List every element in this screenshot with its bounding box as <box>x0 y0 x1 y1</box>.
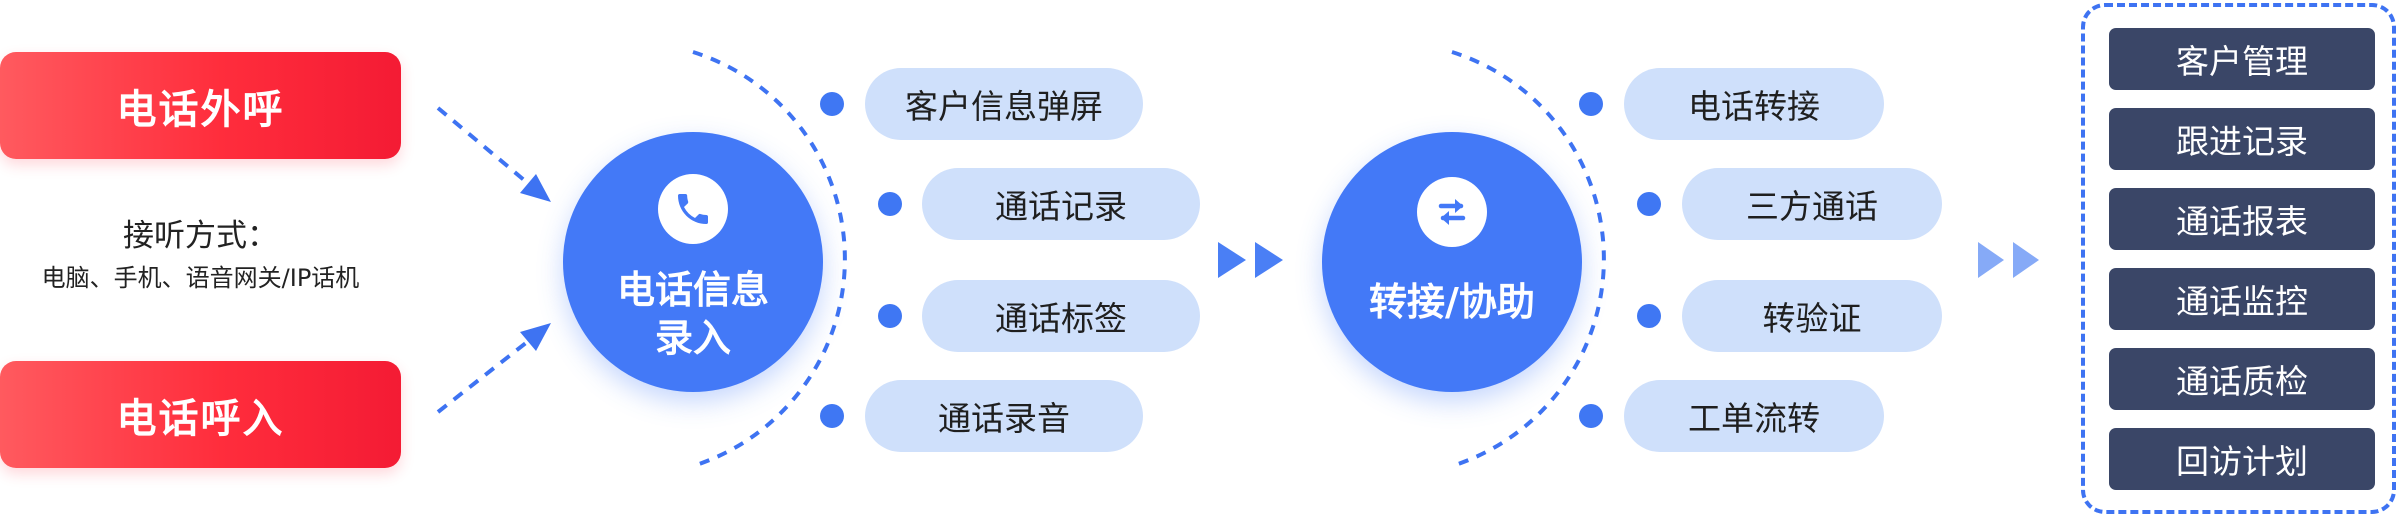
answer-methods-title: 接听方式： <box>123 218 278 254</box>
arc-dot <box>820 92 844 116</box>
arrow-inbound-to-stage1 <box>436 323 551 414</box>
output-follow-up-record[interactable]: 跟进记录 <box>2109 108 2375 170</box>
outputs-dashed-frame <box>2081 3 2396 514</box>
stage1-label-line2: 录入 <box>654 316 731 360</box>
item-call-record[interactable]: 通话记录 <box>922 168 1200 240</box>
item-transfer-verification[interactable]: 转验证 <box>1682 280 1942 352</box>
item-call-tag[interactable]: 通话标签 <box>922 280 1200 352</box>
swap-icon <box>1417 177 1487 247</box>
stage1-dashed-arc <box>692 50 847 468</box>
stage-transfer-assist: 转接/协助 <box>1322 132 1582 392</box>
arc-dot <box>1637 304 1661 328</box>
phone-icon <box>658 174 728 244</box>
stage2-label: 转接/协助 <box>1369 280 1535 324</box>
stage-phone-info-entry: 电话信息 录入 <box>563 132 823 392</box>
item-three-way-call[interactable]: 三方通话 <box>1682 168 1942 240</box>
output-call-monitoring[interactable]: 通话监控 <box>2109 268 2375 330</box>
arc-dot <box>1579 92 1603 116</box>
answer-methods-text: 电脑、手机、语音网关/IP话机 <box>41 264 360 292</box>
arrow-outbound-to-stage1 <box>436 106 551 202</box>
output-customer-management[interactable]: 客户管理 <box>2109 28 2375 90</box>
outbound-call-button[interactable]: 电话外呼 <box>0 52 401 159</box>
item-call-transfer[interactable]: 电话转接 <box>1624 68 1884 140</box>
inbound-call-button[interactable]: 电话呼入 <box>0 361 401 468</box>
arc-dot <box>1637 192 1661 216</box>
arc-dot <box>878 192 902 216</box>
output-revisit-plan[interactable]: 回访计划 <box>2109 428 2375 490</box>
arc-dot <box>1579 404 1603 428</box>
item-customer-info-popup[interactable]: 客户信息弹屏 <box>865 68 1143 140</box>
stage1-label-line1: 电话信息 <box>616 268 769 312</box>
output-call-quality-check[interactable]: 通话质检 <box>2109 348 2375 410</box>
stage2-dashed-arc <box>1451 50 1606 468</box>
arc-dot <box>820 404 844 428</box>
item-call-recording[interactable]: 通话录音 <box>865 380 1143 452</box>
arc-dot <box>878 304 902 328</box>
double-arrow-icon <box>1218 242 1283 278</box>
output-call-report[interactable]: 通话报表 <box>2109 188 2375 250</box>
item-ticket-flow[interactable]: 工单流转 <box>1624 380 1884 452</box>
double-arrow-icon <box>1978 242 2039 278</box>
stage1-label: 电话信息 录入 <box>563 266 823 362</box>
